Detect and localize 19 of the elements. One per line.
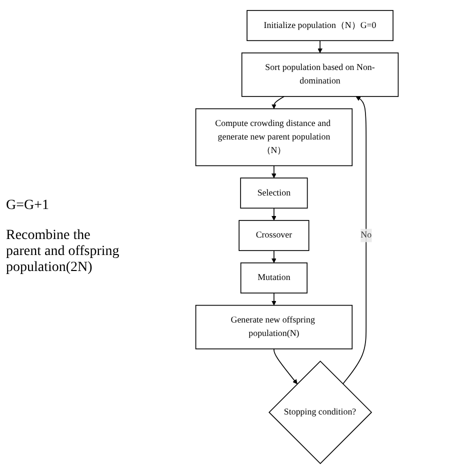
edge-label: No	[360, 230, 372, 240]
node-box: Crossover	[238, 220, 310, 251]
arrow	[272, 250, 276, 264]
node-box: Compute crowding distance and generate new parent population（N）	[195, 108, 353, 166]
arrow	[272, 96, 285, 109]
node-box: Mutation	[240, 262, 308, 294]
arrow	[272, 292, 276, 306]
arrow	[318, 40, 322, 54]
node-box: Sort population based on Non-domination	[241, 52, 399, 97]
note-text: G=G+1	[6, 198, 50, 214]
arrow	[342, 96, 367, 384]
arrow	[274, 348, 298, 384]
node-box: Selection	[240, 178, 308, 209]
node-box: Initialize population（N）G=0	[246, 10, 394, 42]
node-diamond: Stopping condition?	[268, 360, 372, 464]
node-box: Generate new offspring population(N)	[195, 304, 353, 350]
note-text: Recombine the parent and offspring population(2N)	[6, 228, 120, 276]
arrow	[272, 165, 276, 178]
arrow	[272, 208, 276, 221]
